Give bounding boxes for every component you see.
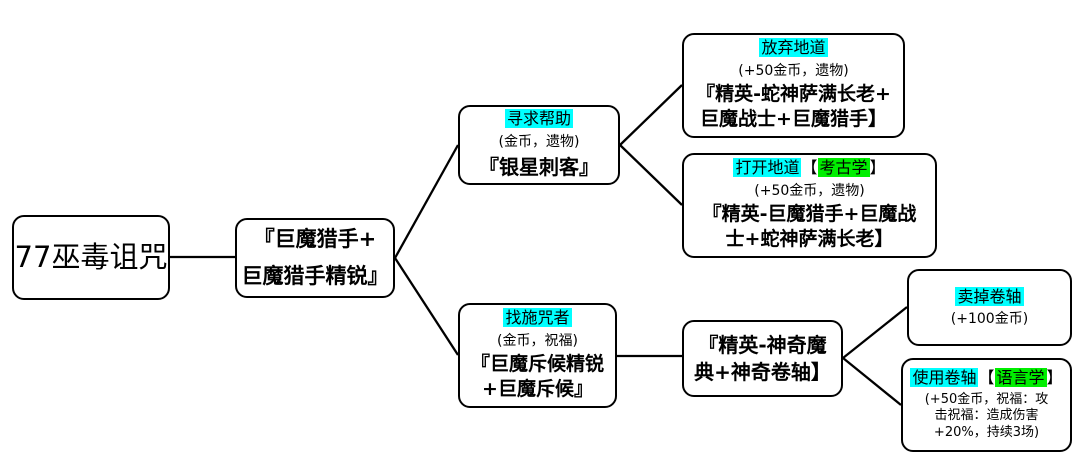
enemy-units-block: 『巨魔斥候精锐 +巨魔斥候』 — [471, 352, 604, 403]
node-initial-enemies: 『巨魔猎手+ 巨魔猎手精锐』 — [235, 218, 395, 298]
reward-label: (金币，祝福) — [497, 332, 578, 349]
enemy-units-line: 『银星刺客』 — [479, 154, 599, 179]
reward-label: 击祝福：造成伤害 — [934, 408, 1039, 424]
skill-highlight: 语言学 — [994, 367, 1047, 387]
choice-highlight: 使用卷轴 — [910, 367, 979, 387]
reward-label: (+50金币，遗物) — [738, 62, 849, 79]
choice-label: 卖掉卷轴 — [955, 286, 1024, 308]
edge-seekhelp-open — [619, 144, 683, 206]
enemy-units-line: +巨魔斥候』 — [482, 378, 593, 401]
choice-label: 寻求帮助 — [504, 109, 573, 130]
enemy-units-block: 『精英-蛇神萨满长老+ 巨魔战士+巨魔猎手】 — [696, 82, 891, 133]
edge-stage1-seekhelp — [393, 144, 460, 259]
choice-label: 放弃地道 — [759, 37, 828, 59]
node-choice-seek-help: 寻求帮助 (金币，遗物) 『银星刺客』 — [458, 105, 620, 185]
enemy-units-line: 『巨魔猎手+ — [253, 227, 377, 252]
enemy-units-line: 『精英-神奇魔 — [698, 332, 827, 357]
enemy-units-line: 『精英-巨魔猎手+巨魔战 — [702, 202, 917, 225]
choice-highlight: 卖掉卷轴 — [955, 286, 1024, 306]
event-title: 77巫毒诅咒 — [14, 239, 168, 274]
choice-highlight: 打开地道 — [733, 157, 802, 177]
choice-highlight: 放弃地道 — [759, 37, 828, 57]
node-encounter-magic-tome: 『精英-神奇魔 典+神奇卷轴】 — [682, 320, 843, 397]
node-outcome-sell-scroll: 卖掉卷轴 (+100金币) — [907, 269, 1072, 346]
enemy-units-line: 『巨魔斥候精锐 — [470, 352, 604, 375]
node-outcome-use-scroll: 使用卷轴【语言学】 (+50金币，祝福：攻 击祝福：造成伤害 +20%，持续3场… — [901, 358, 1072, 452]
reward-label: (+50金币，祝福：攻 — [924, 391, 1049, 407]
skill-bracket-open: 【 — [978, 367, 995, 387]
reward-label: (金币，遗物) — [498, 133, 580, 150]
choice-label: 使用卷轴【语言学】 — [910, 367, 1063, 389]
edge-seekhelp-abandon — [619, 84, 683, 146]
reward-label: (+50金币，遗物) — [754, 182, 865, 199]
skill-bracket-close: 】 — [1046, 367, 1063, 387]
skill-bracket-close: 】 — [869, 157, 886, 177]
edge-tome-use — [842, 357, 902, 406]
node-outcome-open-tunnel: 打开地道【考古学】 (+50金币，遗物) 『精英-巨魔猎手+巨魔战 士+蛇神萨满… — [682, 153, 937, 258]
enemy-units-line: 典+神奇卷轴】 — [694, 359, 831, 384]
enemy-units-line: 巨魔战士+巨魔猎手】 — [700, 108, 887, 131]
enemy-units-line: 士+蛇神萨满长老】 — [725, 228, 894, 251]
choice-label: 打开地道【考古学】 — [733, 157, 886, 179]
reward-label: +20%，持续3场) — [933, 425, 1040, 441]
reward-label: (+100金币) — [950, 311, 1029, 328]
choice-label: 找施咒者 — [503, 307, 572, 329]
node-outcome-abandon-tunnel: 放弃地道 (+50金币，遗物) 『精英-蛇神萨满长老+ 巨魔战士+巨魔猎手】 — [682, 33, 905, 138]
skill-highlight: 考古学 — [817, 157, 870, 177]
enemy-units-line: 巨魔猎手精锐』 — [241, 264, 389, 288]
node-choice-find-caster: 找施咒者 (金币，祝福) 『巨魔斥候精锐 +巨魔斥候』 — [458, 303, 617, 408]
choice-highlight: 找施咒者 — [503, 307, 572, 327]
edge-stage1-findcaster — [394, 257, 459, 356]
choice-highlight: 寻求帮助 — [504, 109, 573, 128]
skill-bracket-open: 【 — [801, 157, 818, 177]
enemy-units-block: 『精英-巨魔猎手+巨魔战 士+蛇神萨满长老】 — [703, 202, 917, 253]
edge-tome-sell — [842, 306, 908, 359]
node-event-root: 77巫毒诅咒 — [12, 215, 170, 300]
enemy-units-line: 『精英-蛇神萨满长老+ — [696, 82, 891, 105]
